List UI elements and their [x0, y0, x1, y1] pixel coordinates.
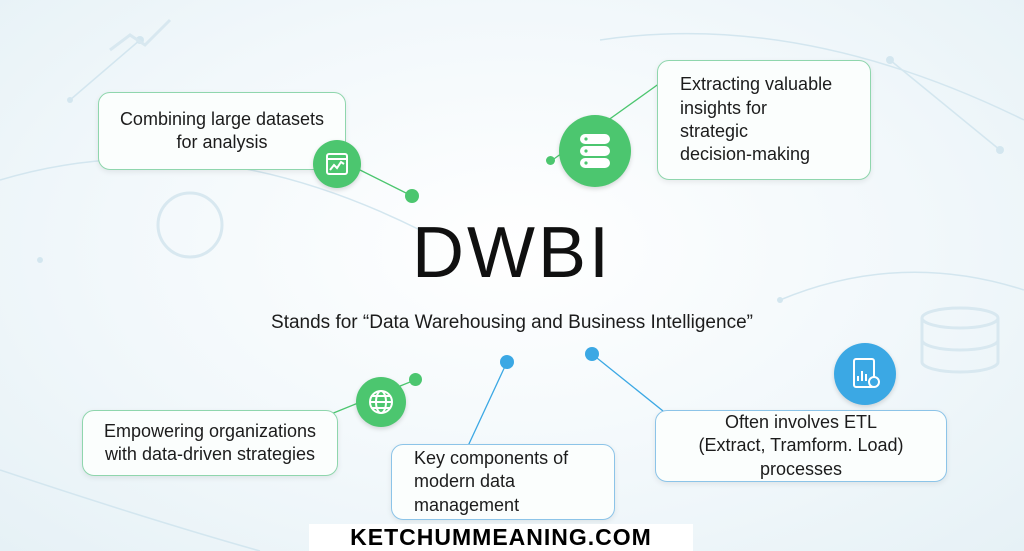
box-text: Empowering organizations with data-drive… [103, 420, 317, 464]
connector-dot [500, 355, 514, 369]
connector-dot [585, 347, 599, 361]
watermark: KETCHUMMEANING.COM [309, 524, 693, 551]
diagram-title: DWBI [412, 213, 612, 293]
database-icon [559, 115, 631, 187]
globe-icon [356, 377, 406, 427]
diagram-subtitle: Stands for “Data Warehousing and Busines… [271, 312, 753, 333]
connector-bottom-right [591, 353, 669, 416]
box-text: Often involves ETL (Extract, Tramform. L… [698, 411, 904, 479]
connector-bottom-center [467, 361, 508, 447]
connector-dot [409, 373, 422, 386]
connector-dot [405, 189, 419, 203]
box-text: Extracting valuable insights for strateg… [680, 74, 833, 165]
box-combining-datasets: Combining large datasets for analysis [98, 92, 346, 170]
box-extracting-insights: Extracting valuable insights for strateg… [657, 60, 871, 180]
box-key-components: Key components of modern data management [391, 444, 615, 520]
connector-dot [546, 156, 555, 165]
report-icon [834, 343, 896, 405]
box-empowering-organizations: Empowering organizations with data-drive… [82, 410, 338, 476]
box-etl-processes: Often involves ETL (Extract, Tramform. L… [655, 410, 947, 482]
box-text: Combining large datasets for analysis [119, 108, 325, 152]
box-text: Key components of modern data management [414, 447, 569, 515]
chart-icon [313, 140, 361, 188]
